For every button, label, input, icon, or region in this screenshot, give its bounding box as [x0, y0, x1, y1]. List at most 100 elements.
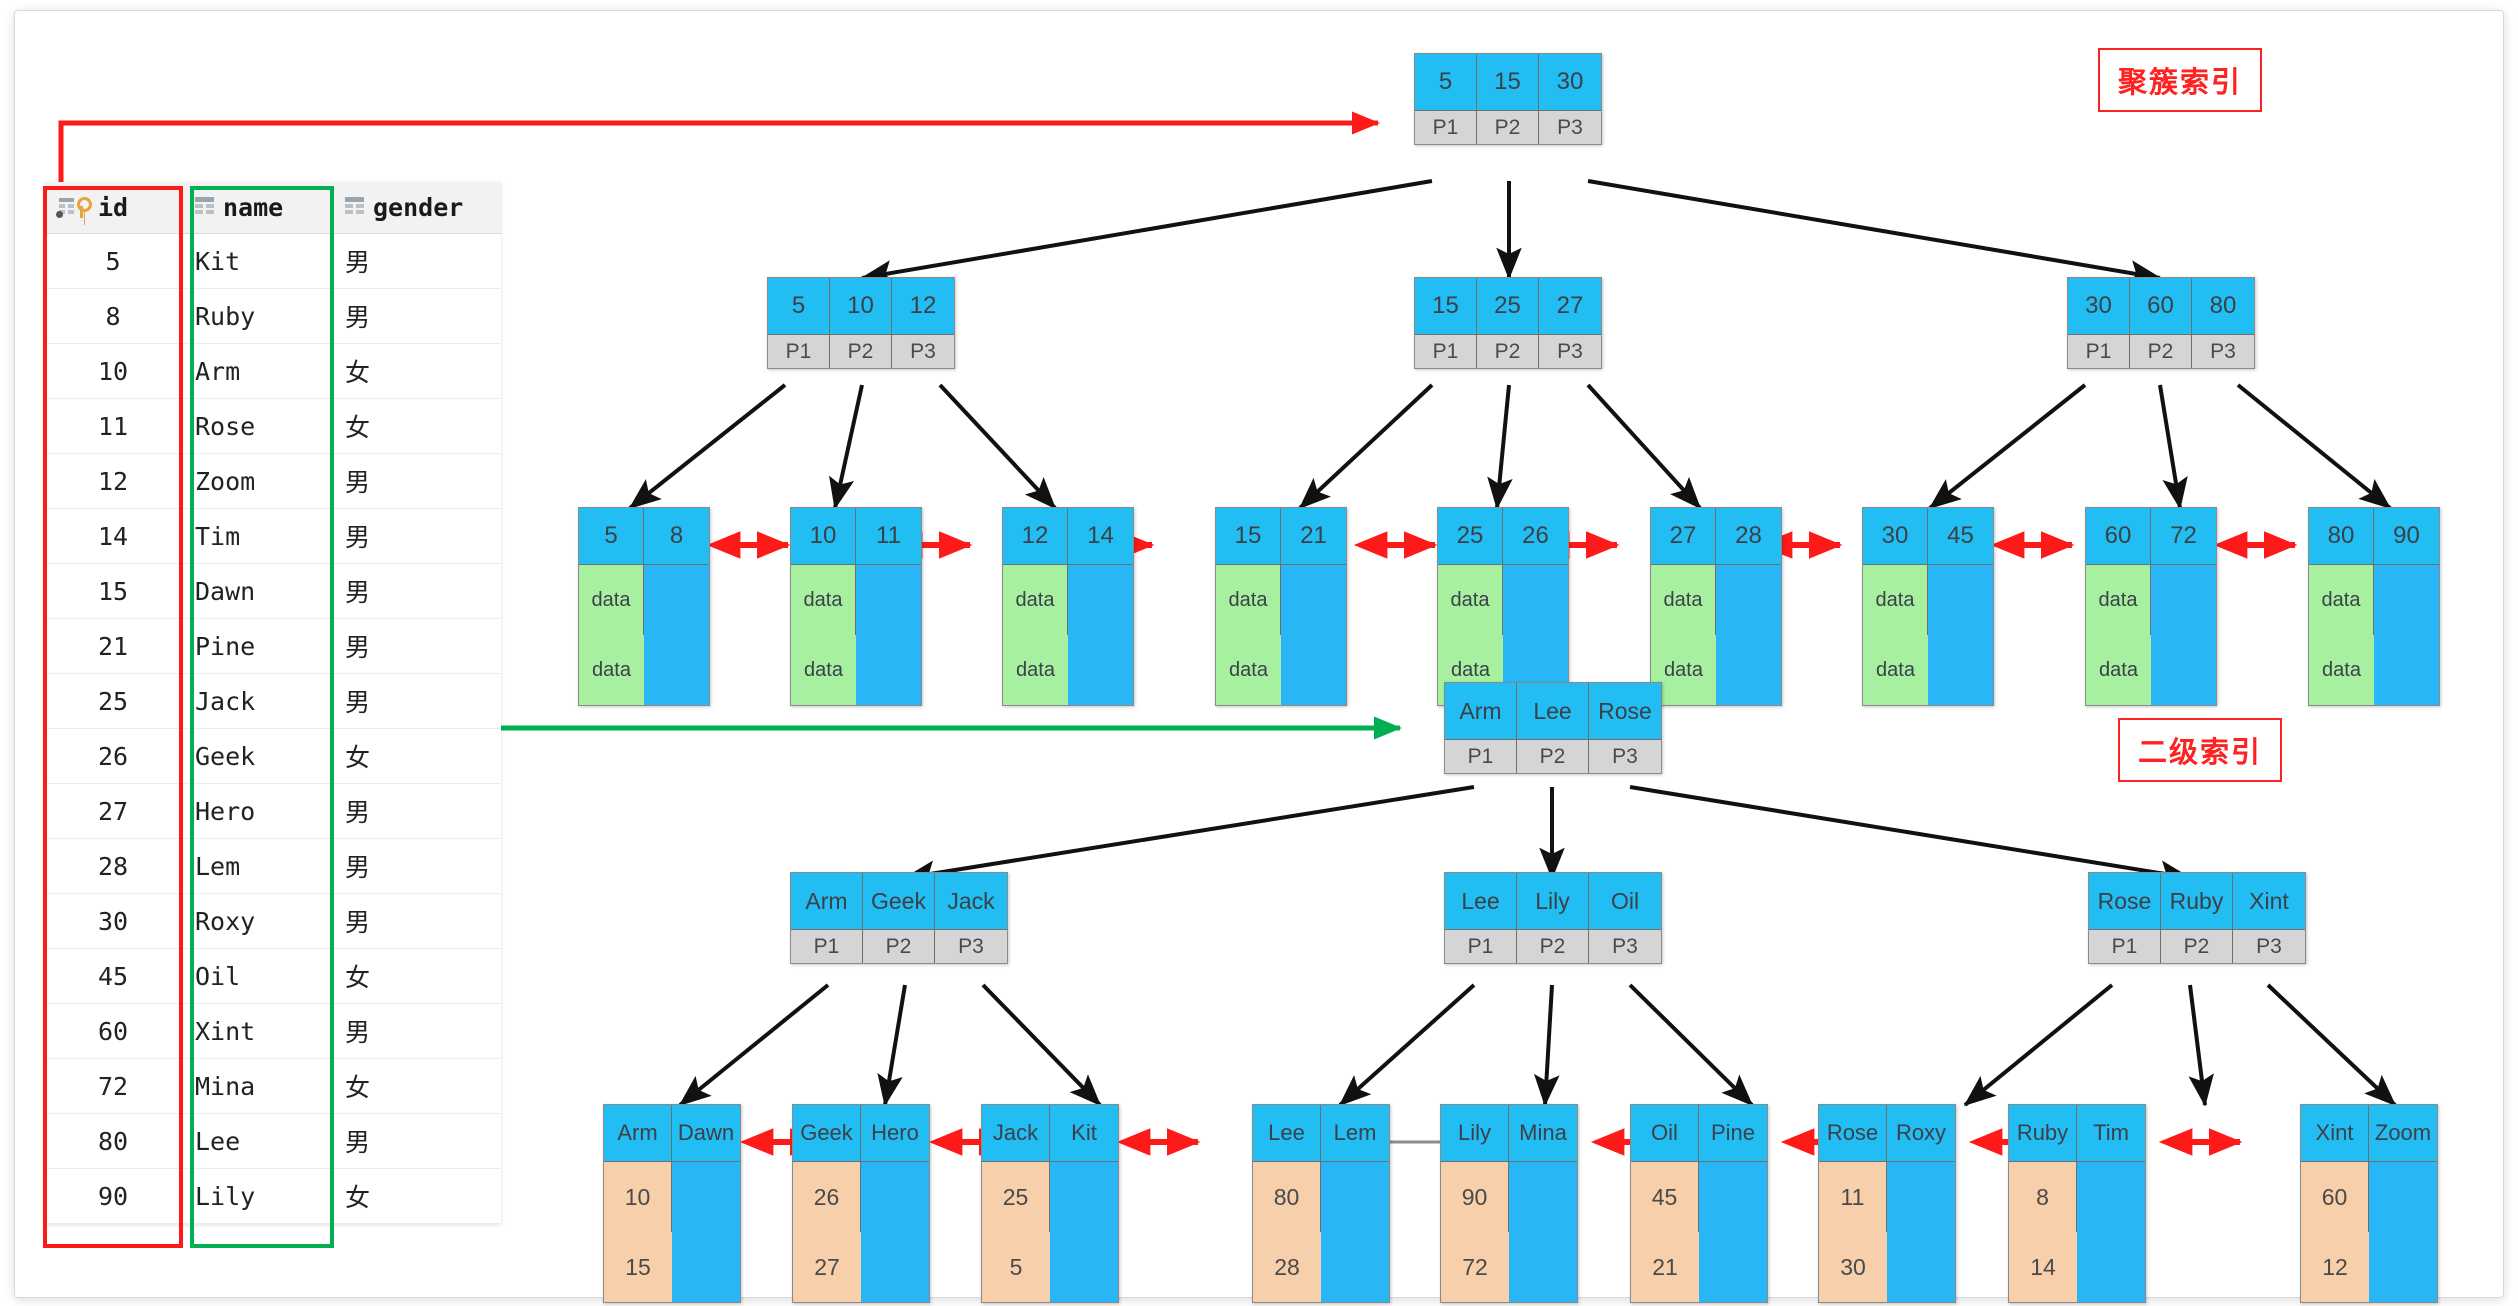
node-ptrrow-cell: P1	[2068, 335, 2130, 368]
node-ptrrow-cell: P1	[1445, 740, 1517, 773]
node-idrow-cell: 10	[604, 1162, 672, 1232]
node-key-cell: Lee	[1517, 683, 1589, 739]
node-key-cell: Zoom	[2369, 1105, 2437, 1161]
table-cell-id: 10	[45, 343, 181, 399]
node-idrow-cell: 5	[982, 1232, 1050, 1302]
node-datarow-cell: data	[1003, 635, 1068, 705]
node-key-cell: Rose	[2089, 873, 2161, 929]
table-cell-gender: 男	[331, 783, 501, 839]
node-datarow-cell: data	[2309, 635, 2374, 705]
node-key-cell: Tim	[2077, 1105, 2145, 1161]
table-cell-gender: 男	[331, 838, 501, 894]
table-cell-gender: 女	[331, 948, 501, 1004]
column-header-name[interactable]: name	[181, 182, 331, 234]
node-key-cell: 72	[2151, 508, 2216, 564]
table-cell-id: 11	[45, 398, 181, 454]
node-ptrrow-cell: P3	[892, 335, 954, 368]
node-idrow-cell: 11	[1819, 1162, 1887, 1232]
table-cell-gender: 女	[331, 1168, 501, 1224]
table-cell-id: 30	[45, 893, 181, 949]
table-cell-gender: 女	[331, 343, 501, 399]
node-key-cell: Roxy	[1887, 1105, 1955, 1161]
node-datarow-cell: data	[1438, 565, 1503, 635]
node-ptrrow-cell: P3	[1589, 930, 1661, 963]
node-key-cell: Lee	[1445, 873, 1517, 929]
node-key-cell: 5	[1415, 54, 1477, 110]
table-cell-gender: 男	[331, 453, 501, 509]
node-key-cell: 25	[1438, 508, 1503, 564]
table-cell-name: Pine	[181, 618, 331, 674]
node-idrow-cell: 26	[793, 1162, 861, 1232]
node-datarow-cell: data	[1863, 565, 1928, 635]
node-key-cell: Ruby	[2161, 873, 2233, 929]
table-cell-name: Lem	[181, 838, 331, 894]
node-datarow-cell: data	[579, 565, 644, 635]
node-key-cell: Lily	[1441, 1105, 1509, 1161]
node-key-cell: 90	[2374, 508, 2439, 564]
node-ptrrow-cell: P1	[1445, 930, 1517, 963]
node-ptrrow-cell: P2	[1477, 111, 1539, 144]
node-datarow-cell: data	[1216, 635, 1281, 705]
node-key-cell: Lily	[1517, 873, 1589, 929]
node-key-cell: 11	[856, 508, 921, 564]
node-key-cell: Xint	[2233, 873, 2305, 929]
column-label-id: id	[98, 193, 129, 222]
grid-icon	[195, 197, 214, 218]
node-key-cell: Mina	[1509, 1105, 1577, 1161]
node-datarow-cell: data	[1003, 565, 1068, 635]
node-key-cell: 80	[2192, 278, 2254, 334]
node-ptrrow-cell: P2	[1517, 930, 1589, 963]
node-idrow-cell: 60	[2301, 1162, 2369, 1232]
node-key-cell: 30	[1863, 508, 1928, 564]
node-key-cell: 60	[2086, 508, 2151, 564]
node-datarow-cell: data	[1651, 565, 1716, 635]
node-key-cell: 21	[1281, 508, 1346, 564]
column-header-gender[interactable]: gender	[331, 182, 501, 234]
table-cell-name: Geek	[181, 728, 331, 784]
column-header-id[interactable]: id	[45, 182, 181, 234]
node-ptrrow-cell: P3	[2233, 930, 2305, 963]
node-datarow-cell: data	[791, 565, 856, 635]
node-key-cell: 8	[644, 508, 709, 564]
